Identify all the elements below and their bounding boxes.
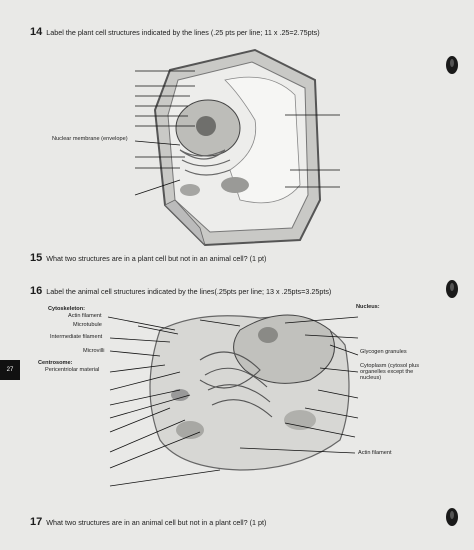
question-text: What two structures are in an animal cel…: [46, 518, 267, 527]
question-number: 16: [30, 285, 43, 297]
centrosome-heading: Centrosome:: [38, 360, 73, 366]
question-text: Label the animal cell structures indicat…: [46, 287, 332, 296]
microtubule-label: Microtubule: [73, 322, 102, 328]
nucleus-heading: Nucleus:: [356, 304, 380, 310]
cytoskeleton-heading: Cytoskeleton:: [48, 306, 85, 312]
page-number-tab: 27: [0, 360, 20, 380]
question-text: What two structures are in a plant cell …: [46, 254, 267, 263]
plant-cell-diagram: [153, 48, 322, 247]
binder-hole-bottom: [446, 508, 458, 526]
binder-hole-middle: [446, 280, 458, 298]
animal-cell-diagram: [149, 314, 350, 471]
animal-label-lines: [107, 316, 359, 487]
plant-label-lines: [134, 70, 340, 196]
pericentriolar-label: Pericentriolar material: [45, 367, 100, 373]
question-number: 17: [30, 516, 43, 528]
nuclear-membrane-label: Nuclear membrane (envelope): [52, 136, 128, 142]
question-text: Label the plant cell structures indicate…: [46, 28, 320, 37]
cytoplasm-label: Cytoplasm (cytosol plus organelles excep…: [360, 363, 420, 381]
microvilli-label: Microvilli: [83, 348, 105, 354]
question-number: 14: [30, 26, 43, 38]
actin-filament-right-label: Actin filament: [358, 450, 392, 456]
binder-hole-top: [446, 56, 458, 74]
intermediate-filament-label: Intermediate filament: [50, 334, 103, 340]
question-number: 15: [30, 252, 43, 264]
glycogen-label: Glycogen granules: [360, 349, 407, 355]
actin-filament-label: Actin filament: [68, 313, 102, 319]
